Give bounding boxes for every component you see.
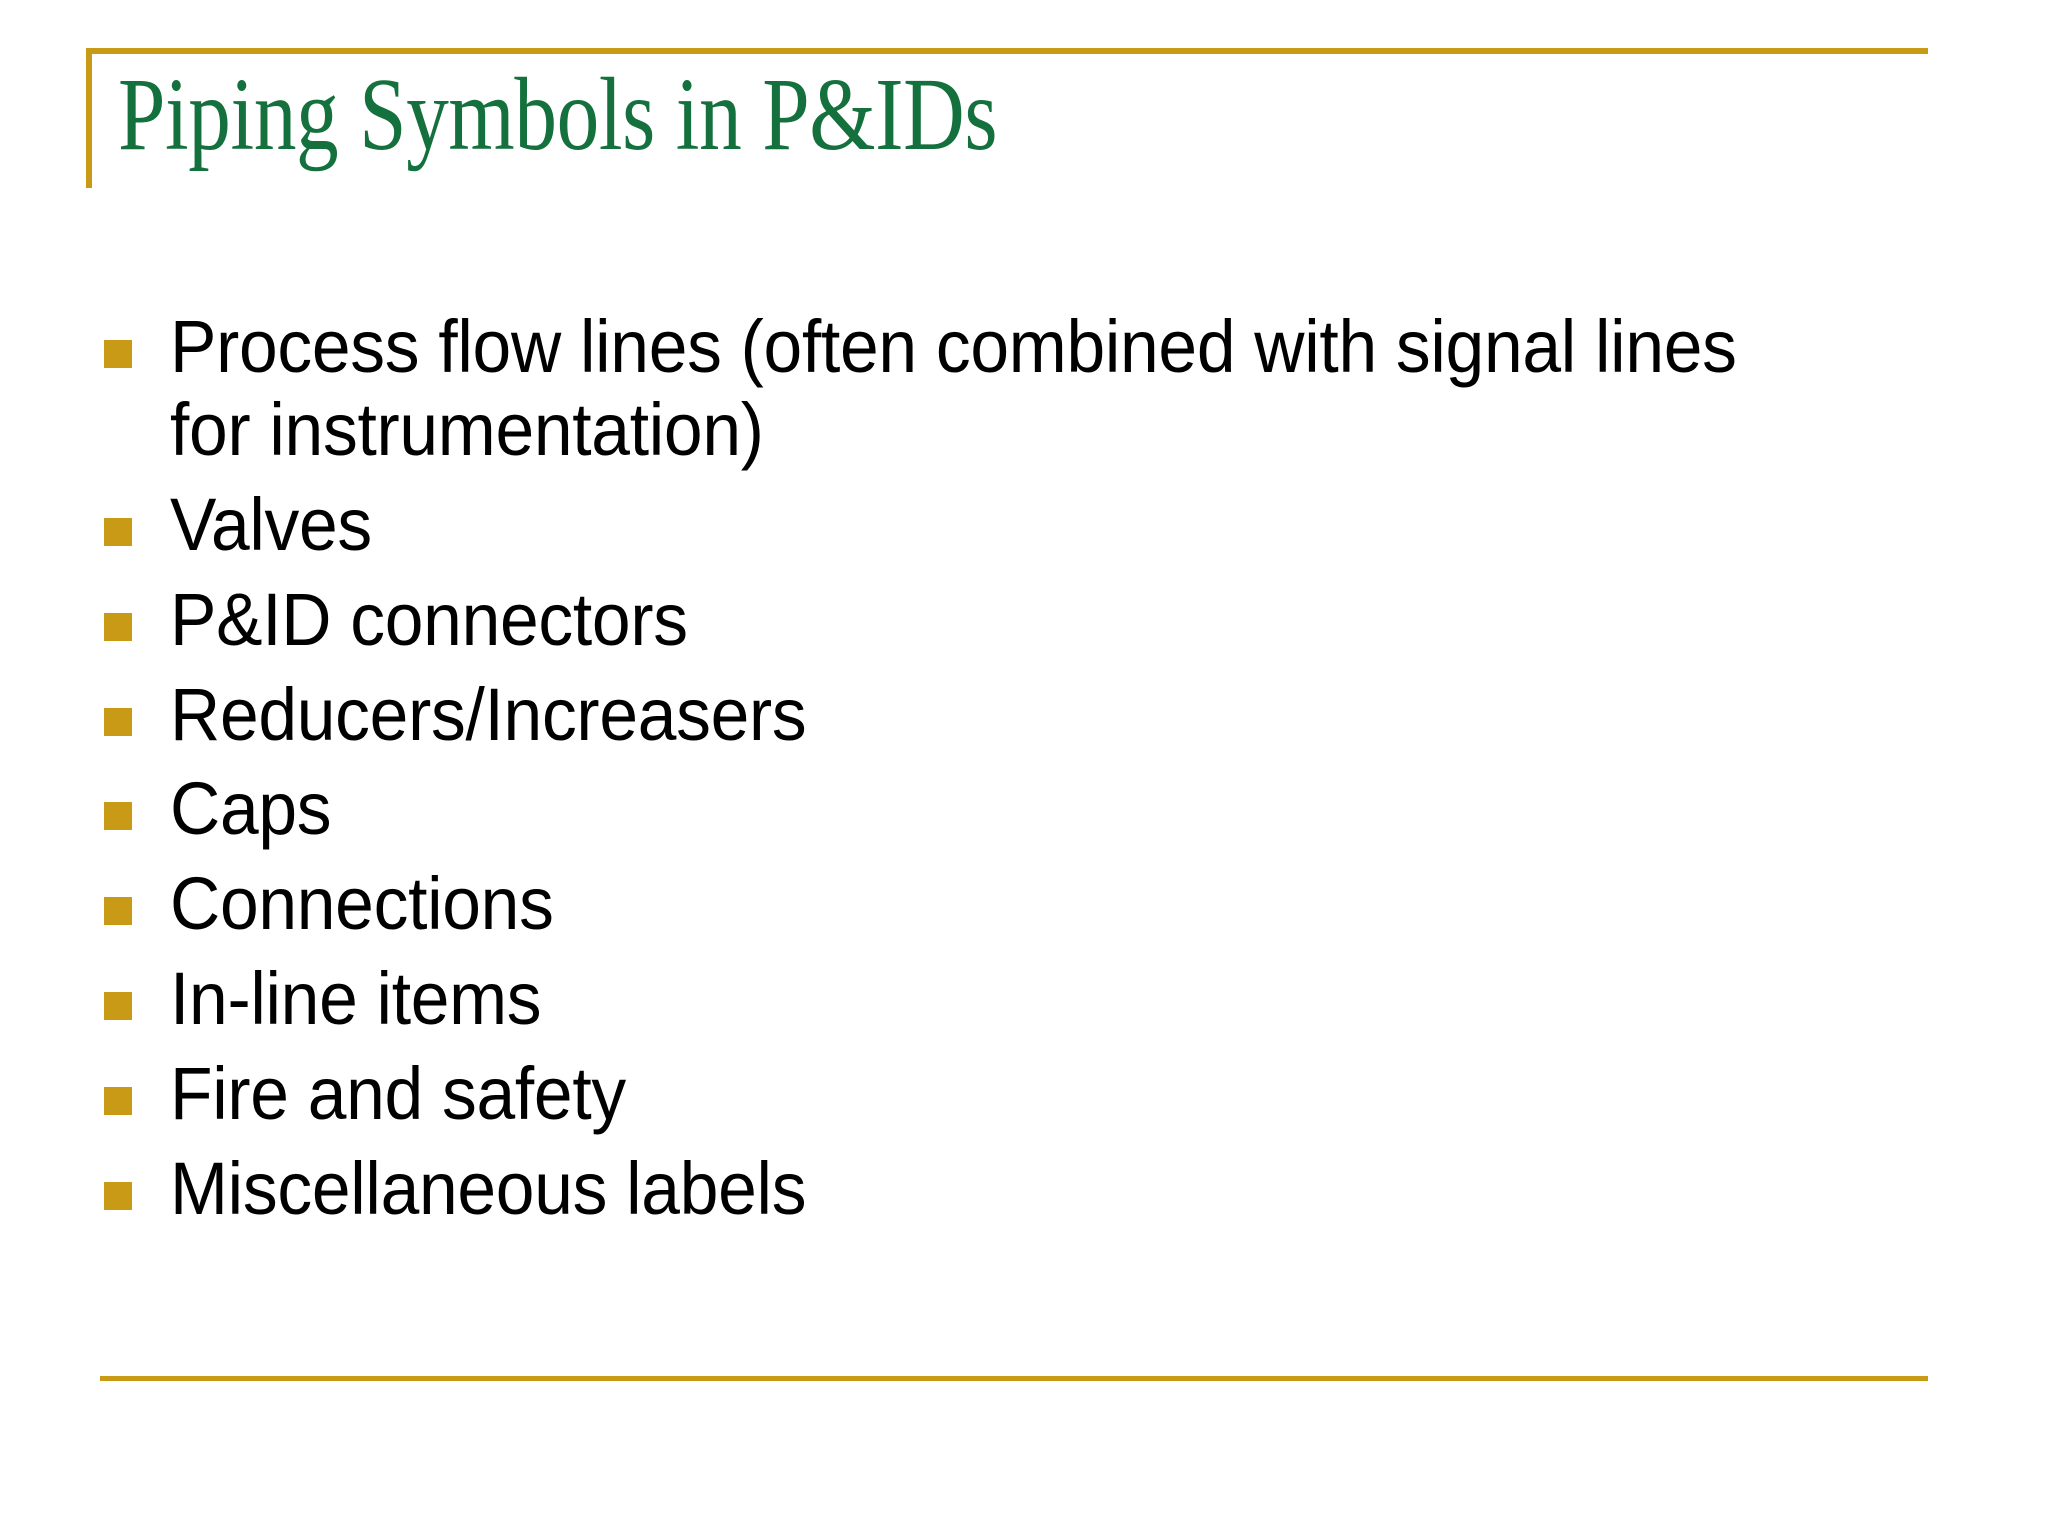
- bullet-label: P&ID connectors: [170, 577, 688, 661]
- slide-title: Piping Symbols in P&IDs: [118, 57, 998, 172]
- bullet-square-icon: [104, 897, 132, 926]
- list-item[interactable]: Reducers/Increasers: [104, 672, 1964, 757]
- bullet-square-icon: [104, 802, 132, 831]
- list-item[interactable]: Process flow lines (often combined with …: [104, 305, 1964, 472]
- title-left-rule: [86, 48, 92, 188]
- list-item[interactable]: Valves: [104, 482, 1964, 567]
- bullet-label: Fire and safety: [170, 1052, 626, 1135]
- footer-rule: [100, 1376, 1928, 1381]
- bullet-square-icon: [104, 1181, 132, 1210]
- list-item[interactable]: P&ID connectors: [104, 577, 1964, 662]
- list-item[interactable]: In-line items: [104, 957, 1964, 1041]
- list-item[interactable]: Caps: [104, 767, 1964, 851]
- list-item[interactable]: Fire and safety: [104, 1052, 1964, 1136]
- bullet-label: Connections: [170, 862, 554, 946]
- bullet-list: Process flow lines (often combined with …: [104, 305, 1964, 1243]
- bullet-label: Reducers/Increasers: [170, 672, 807, 756]
- title-top-rule: [86, 48, 1928, 54]
- bullet-label: Process flow lines (often combined with …: [170, 305, 1737, 471]
- bullet-label: In-line items: [170, 957, 542, 1041]
- bullet-label: Valves: [170, 482, 372, 566]
- bullet-square-icon: [104, 992, 132, 1021]
- bullet-square-icon: [104, 1087, 132, 1115]
- list-item[interactable]: Miscellaneous labels: [104, 1146, 1964, 1231]
- list-item[interactable]: Connections: [104, 862, 1964, 946]
- bullet-label: Miscellaneous labels: [170, 1146, 807, 1230]
- bullet-label: Caps: [170, 767, 332, 851]
- bullet-square-icon: [104, 612, 132, 641]
- bullet-square-icon: [104, 707, 132, 736]
- bullet-square-icon: [104, 340, 132, 368]
- bullet-square-icon: [104, 517, 132, 546]
